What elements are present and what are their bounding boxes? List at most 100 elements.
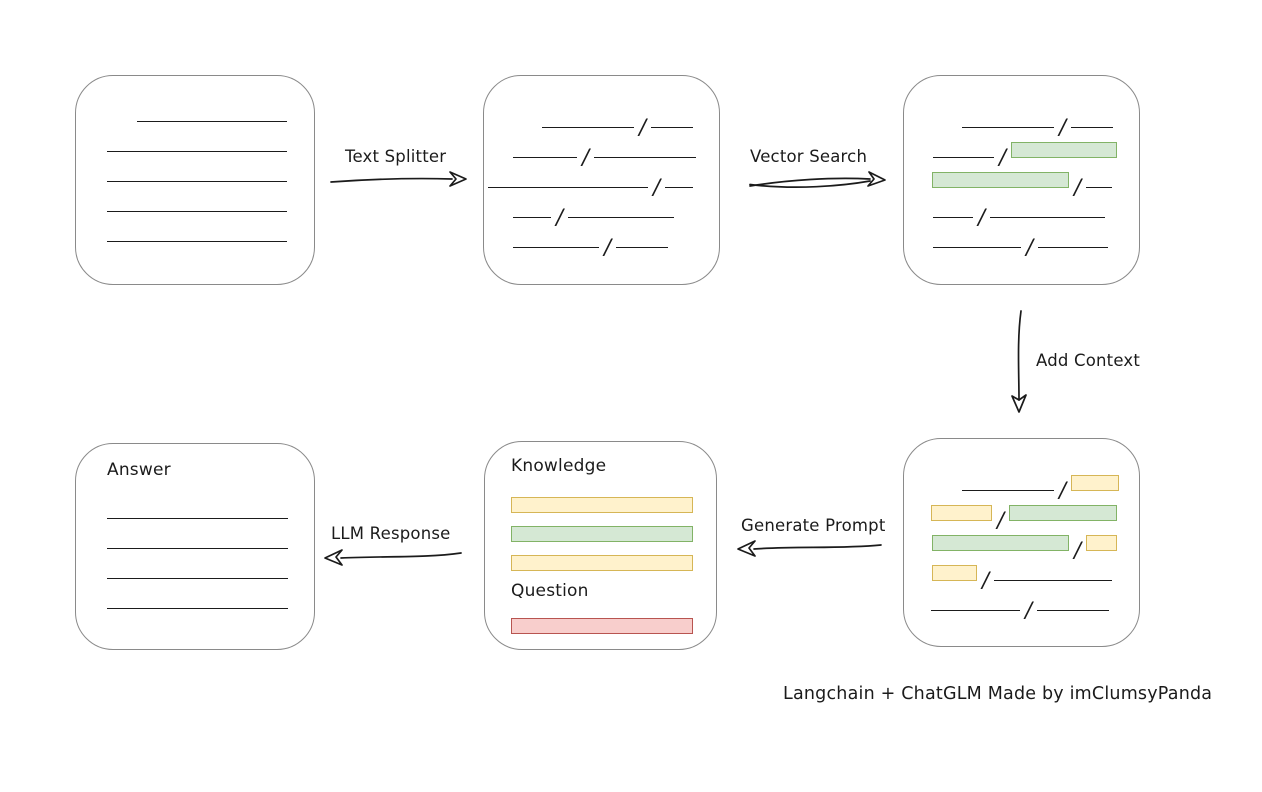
answer-box: Answer <box>75 443 315 650</box>
split-chunks-box: / / / / / <box>483 75 720 285</box>
chunk-row: / <box>932 158 1139 198</box>
text-line <box>107 578 288 579</box>
separator-slash: / <box>653 175 661 199</box>
chunk-row <box>107 182 314 212</box>
text-line <box>994 580 1113 581</box>
green-chunk-bar <box>1011 142 1118 158</box>
text-line <box>990 217 1106 218</box>
chunk-row <box>107 549 314 579</box>
knowledge-bars <box>511 484 716 571</box>
chunk-row <box>107 212 314 242</box>
text-line <box>137 121 287 122</box>
chunk-row: / <box>931 581 1139 621</box>
text-line <box>107 181 287 182</box>
credit-text: Langchain + ChatGLM Made by imClumsyPand… <box>783 684 1213 704</box>
text-line <box>933 157 994 158</box>
chunk-row: / <box>933 218 1139 258</box>
text-line <box>513 247 599 248</box>
chunk-row: / <box>513 188 719 228</box>
chunk-row: / <box>542 98 719 138</box>
yellow-chunk-bar <box>931 505 992 521</box>
llm-response-arrow-icon <box>324 549 462 566</box>
yellow-chunk-bar <box>932 565 977 581</box>
separator-slash: / <box>1025 598 1033 622</box>
separator-slash: / <box>978 205 986 229</box>
text-line <box>1086 187 1113 188</box>
matched-chunks-box: ///// <box>903 75 1140 285</box>
add-context-arrow-icon <box>1011 310 1027 413</box>
chunk-row <box>107 579 314 609</box>
add-context-label: Add Context <box>1036 351 1141 370</box>
separator-slash: / <box>982 568 990 592</box>
document-lines <box>76 76 314 242</box>
chunk-row <box>511 484 716 513</box>
separator-slash: / <box>556 205 564 229</box>
separator-slash: / <box>1059 115 1067 139</box>
green-chunk-bar <box>1009 505 1118 521</box>
text-line <box>594 157 697 158</box>
source-document-box <box>75 75 315 285</box>
text-line <box>568 217 675 218</box>
text-line <box>933 217 973 218</box>
chunk-row <box>107 152 314 182</box>
chunk-row <box>511 542 716 571</box>
text-line <box>962 127 1054 128</box>
chunk-row: / <box>513 218 719 258</box>
chunk-row: / <box>513 128 719 168</box>
matched-chunk-lines: ///// <box>904 76 1139 258</box>
green-chunk-bar <box>511 526 693 542</box>
text-line <box>616 247 669 248</box>
question-bar <box>511 605 716 634</box>
text-line <box>513 217 551 218</box>
knowledge-label: Knowledge <box>511 456 607 476</box>
vector-search-arrow-icon <box>749 171 886 188</box>
chunk-row <box>137 92 314 122</box>
separator-slash: / <box>999 145 1007 169</box>
text-line <box>488 187 648 188</box>
text-line <box>107 608 288 609</box>
red-chunk-bar <box>511 618 693 634</box>
text-line <box>107 518 288 519</box>
chunk-row <box>511 513 716 542</box>
llm-response-label: LLM Response <box>331 524 451 543</box>
chunk-row: / <box>488 158 719 198</box>
separator-slash: / <box>604 235 612 259</box>
chunk-row: / <box>933 128 1139 168</box>
context-chunks-box: ///// <box>903 438 1140 647</box>
text-line <box>931 610 1020 611</box>
context-chunk-lines: ///// <box>904 439 1139 621</box>
text-line <box>933 247 1021 248</box>
text-line <box>1038 247 1109 248</box>
chunk-row: / <box>931 491 1139 531</box>
text-line <box>665 187 694 188</box>
text-line <box>1071 127 1114 128</box>
text-line <box>1037 610 1110 611</box>
yellow-chunk-bar <box>1086 535 1118 551</box>
chunk-row: / <box>933 188 1139 228</box>
chunk-row <box>107 122 314 152</box>
chunk-row: / <box>932 521 1139 561</box>
yellow-chunk-bar <box>1071 475 1120 491</box>
answer-lines <box>107 489 314 609</box>
text-line <box>542 127 634 128</box>
generate-prompt-label: Generate Prompt <box>741 516 886 535</box>
question-label: Question <box>511 581 589 601</box>
green-chunk-bar <box>932 535 1069 551</box>
separator-slash: / <box>1074 175 1082 199</box>
text-line <box>651 127 694 128</box>
text-splitter-label: Text Splitter <box>345 147 447 166</box>
text-line <box>107 211 287 212</box>
yellow-chunk-bar <box>511 497 693 513</box>
chunk-row: / <box>962 461 1139 501</box>
separator-slash: / <box>582 145 590 169</box>
text-line <box>107 241 287 242</box>
separator-slash: / <box>639 115 647 139</box>
chunk-row: / <box>932 551 1139 591</box>
separator-slash: / <box>1074 538 1082 562</box>
text-line <box>107 151 287 152</box>
text-line <box>107 548 288 549</box>
green-chunk-bar <box>932 172 1069 188</box>
prompt-box: Knowledge Question <box>484 441 717 650</box>
chunk-row <box>107 519 314 549</box>
